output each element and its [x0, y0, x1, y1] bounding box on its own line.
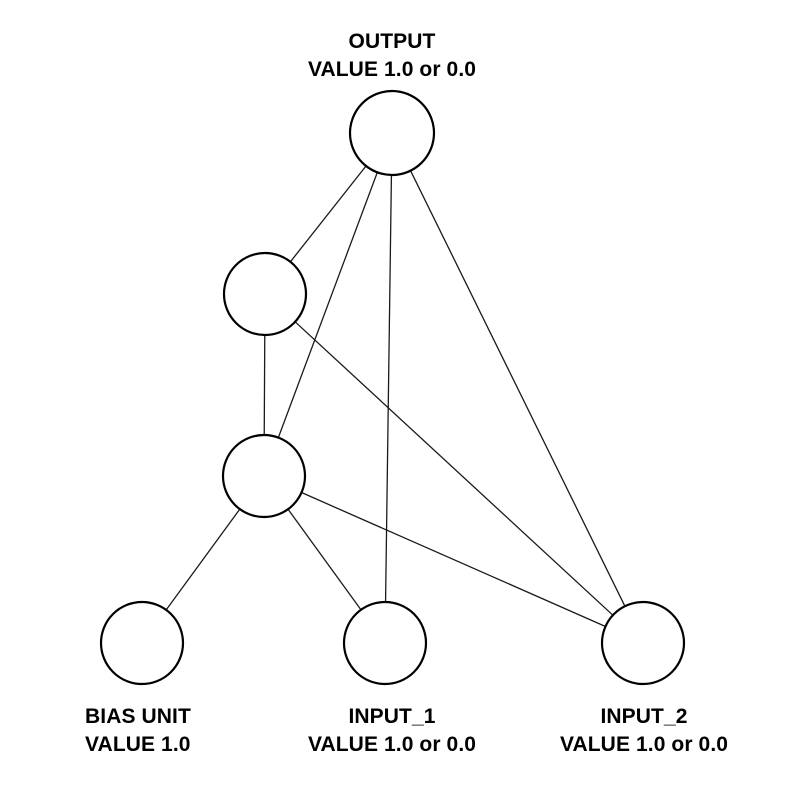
bias-node-label-line-2: VALUE 1.0 — [85, 732, 191, 756]
input-node-1-label-line-1: INPUT_1 — [348, 705, 436, 728]
input-node-2-label-line-2: VALUE 1.0 or 0.0 — [559, 732, 729, 756]
edge-hidden_upper-to-input_2 — [294, 321, 614, 616]
hidden-node-lower[interactable] — [221, 433, 307, 519]
bias-node-label-line-1: BIAS UNIT — [85, 705, 191, 728]
bias-node[interactable] — [99, 600, 185, 686]
edge-output-to-input_2 — [409, 170, 626, 607]
input-node-2-label-line-1: INPUT_2 — [600, 705, 688, 728]
edge-hidden_lower-to-input_2 — [300, 491, 607, 628]
output-node-label-line-2: VALUE 1.0 or 0.0 — [307, 57, 477, 81]
edge-output-to-hidden_lower — [277, 171, 378, 439]
input-node-2[interactable] — [600, 600, 686, 686]
output-node-label-line-1: OUTPUT — [348, 30, 436, 53]
bias-node-label: BIAS UNIT VALUE 1.0 — [85, 703, 191, 758]
edge-output-to-input_1 — [384, 174, 393, 603]
input-node-1-label-line-2: VALUE 1.0 or 0.0 — [307, 732, 477, 756]
output-node[interactable] — [348, 89, 436, 177]
edge-hidden_upper-to-hidden_lower — [263, 334, 266, 436]
output-node-label: OUTPUT VALUE 1.0 or 0.0 — [308, 28, 476, 83]
edge-hidden_lower-to-input_1 — [287, 508, 362, 611]
edge-hidden_lower-to-bias — [165, 508, 241, 611]
edges-group — [165, 165, 626, 628]
nodes-group — [99, 89, 686, 686]
hidden-node-upper[interactable] — [222, 251, 308, 337]
input-node-1[interactable] — [342, 600, 428, 686]
edge-output-to-hidden_upper — [289, 165, 367, 263]
